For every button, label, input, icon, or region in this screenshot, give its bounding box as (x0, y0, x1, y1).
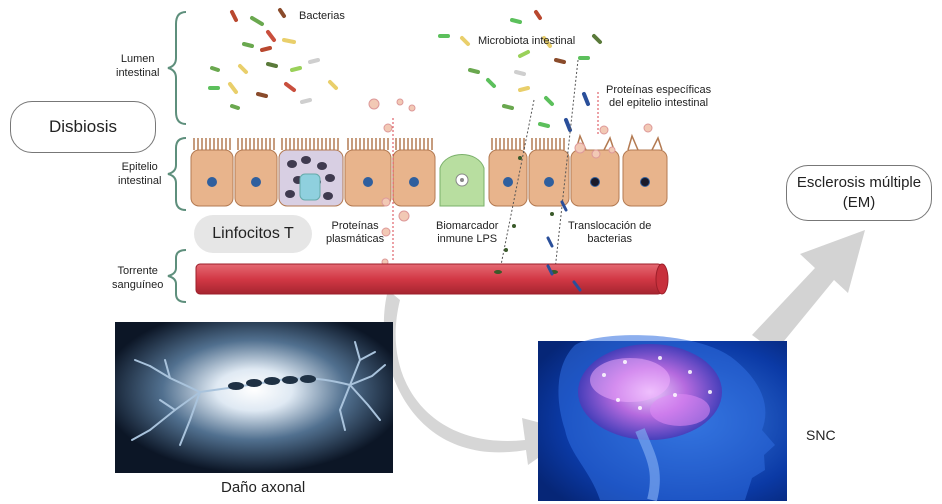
disbiosis-box: Disbiosis (10, 101, 156, 153)
bacteria-cluster (208, 8, 602, 132)
linfocitos-box: Linfocitos T (194, 215, 312, 253)
biomarcador-line-1: Biomarcador (436, 220, 499, 232)
proteinas-especificas-label: Proteínas específicas del epitelio intes… (606, 84, 711, 110)
dano-axonal-label: Daño axonal (221, 479, 306, 496)
biomarcador-label: Biomarcador inmune LPS (436, 220, 498, 246)
proteinas-especificas-line-1: Proteínas específicas (606, 84, 712, 96)
epithelial-cell (190, 138, 234, 207)
torrente-line-1: Torrente (117, 265, 158, 277)
esclerosis-line-2: (EM) (842, 194, 876, 211)
translocacion-line-2: bacterias (587, 233, 632, 245)
epitelio-line-2: intestinal (118, 175, 162, 187)
esclerosis-line-1: Esclerosis múltiple (796, 174, 922, 191)
epithelial-cell (622, 133, 668, 207)
curved-arrow-icon (383, 290, 575, 465)
neuron-image-icon (115, 322, 393, 473)
translocacion-line-1: Translocación de (568, 220, 652, 232)
proteinas-plasmaticas-line-1: Proteínas (331, 220, 379, 232)
epithelial-cell (392, 138, 436, 207)
disbiosis-text: Disbiosis (48, 117, 118, 136)
translocacion-label: Translocación de bacterias (568, 220, 651, 246)
bacterias-label: Bacterias (299, 10, 345, 22)
bracket-icon (167, 249, 187, 303)
proteinas-especificas-line-2: del epitelio intestinal (609, 97, 709, 109)
translocation-lines (392, 59, 599, 271)
torrente-line-2: sanguíneo (112, 279, 164, 291)
esclerosis-box: Esclerosis múltiple (EM) (786, 165, 932, 221)
epithelium (190, 133, 668, 207)
lumen-line-2: intestinal (116, 67, 160, 79)
lumen-label: Lumen intestinal (116, 52, 159, 80)
up-arrow-icon (752, 230, 865, 352)
blood-vessel-icon (195, 263, 669, 295)
epithelial-cell (344, 138, 392, 207)
bracket-icon (167, 11, 187, 125)
epithelial-cell (439, 154, 485, 207)
epithelial-cell (488, 138, 528, 207)
biomarcador-line-2: inmune LPS (437, 233, 498, 245)
microbiota-label: Microbiota intestinal (478, 35, 576, 47)
brain-image-icon (538, 335, 787, 502)
proteinas-plasmaticas-label: Proteínas plasmáticas (326, 220, 384, 246)
proteinas-plasmaticas-line-2: plasmáticas (326, 233, 385, 245)
epitelio-label: Epitelio intestinal (118, 160, 161, 188)
bracket-icon (167, 137, 187, 211)
epithelial-cell (234, 138, 278, 207)
epithelial-cell (278, 138, 344, 207)
snc-label: SNC (806, 427, 836, 443)
linfocitos-text: Linfocitos T (212, 225, 294, 242)
lumen-line-1: Lumen (120, 53, 155, 65)
epithelial-cell (528, 138, 570, 207)
torrente-label: Torrente sanguíneo (112, 264, 163, 292)
epitelio-line-1: Epitelio (121, 161, 158, 173)
